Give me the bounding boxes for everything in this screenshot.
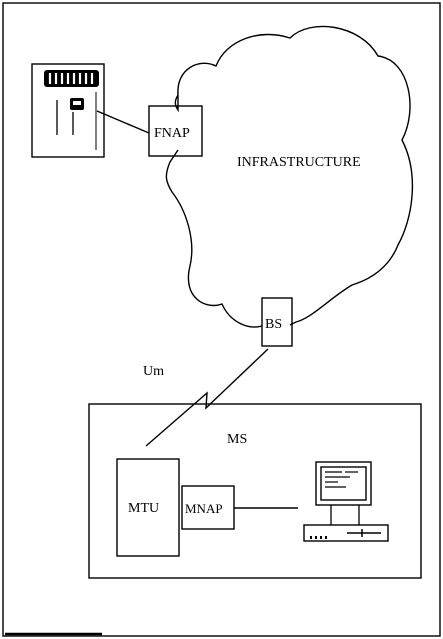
ms-label: MS: [227, 432, 247, 447]
infrastructure-label: INFRASTRUCTURE: [237, 155, 361, 170]
computer-terminal-icon: [304, 462, 388, 541]
infrastructure-cloud: [166, 26, 412, 327]
mtu-label: MTU: [128, 501, 159, 516]
mnap-label: MNAP: [185, 501, 223, 516]
phone-to-fnap-link: [97, 111, 149, 133]
desk-phone-icon: [32, 64, 104, 157]
bs-label: BS: [265, 317, 282, 332]
radio-link: [146, 349, 268, 446]
um-label: Um: [143, 364, 164, 379]
fnap-label: FNAP: [154, 126, 190, 141]
